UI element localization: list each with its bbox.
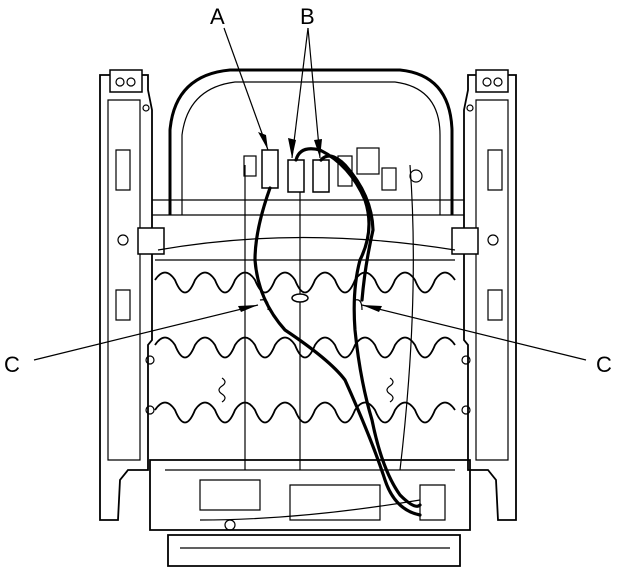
arrow-c-left (238, 305, 258, 312)
arrow-b2 (314, 139, 322, 158)
arrow-a (258, 132, 268, 150)
connector-b1 (287, 159, 305, 193)
leader-c-right (361, 304, 587, 361)
callout-label-c-right: C (596, 352, 612, 377)
connectors (243, 147, 423, 193)
leader-a (223, 27, 269, 151)
arrow-c-right (362, 305, 382, 312)
leader-b1 (291, 27, 309, 159)
arrowheads (238, 132, 382, 312)
frame-brackets (109, 69, 509, 531)
callout-label-a: A (210, 4, 225, 29)
zigzag-springs (154, 164, 456, 471)
seat-frame (99, 68, 517, 567)
callout-label-c-left: C (4, 352, 20, 377)
connector-b2 (312, 159, 330, 193)
arrow-b1 (288, 138, 296, 158)
connector-a (261, 149, 279, 189)
wire-harness (199, 147, 422, 521)
leader-c-left (33, 304, 259, 361)
callout-label-b: B (300, 4, 315, 29)
leader-lines (33, 27, 587, 361)
leader-b2 (307, 27, 321, 159)
